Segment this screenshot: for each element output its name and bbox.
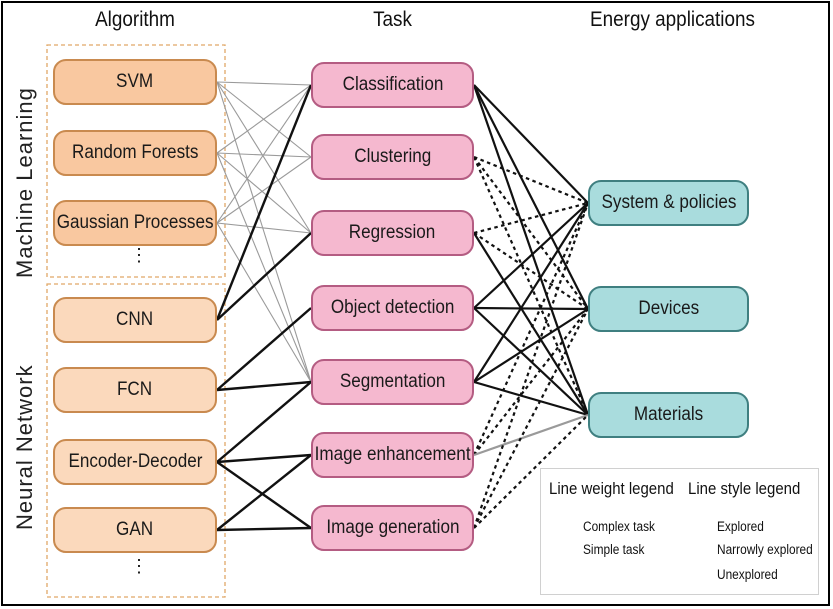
edge-svm-segmentation — [216, 81, 312, 383]
energy-devices[interactable]: Devices — [588, 286, 749, 332]
legend-box: Line weight legend Line style legend Com… — [540, 468, 819, 595]
legend-complex-task: Complex task — [583, 519, 655, 534]
edge-rf-clustering — [216, 152, 312, 158]
machine-learning-group-box — [46, 44, 226, 278]
edge-classification-materials — [472, 84, 590, 416]
edge-segmentation-materials — [473, 380, 589, 417]
edge-ed-image_enhancement — [216, 453, 312, 464]
task-object-detection[interactable]: Object detection — [311, 285, 474, 331]
legend-simple-task: Simple task — [583, 542, 645, 557]
task-regression[interactable]: Regression — [311, 210, 474, 256]
energy-materials[interactable]: Materials — [588, 392, 749, 438]
algorithm-cnn[interactable]: CNN — [53, 297, 217, 343]
edge-object_detection-devices — [473, 306, 589, 311]
edge-cnn-regression — [216, 232, 312, 321]
task-clustering[interactable]: Clustering — [311, 134, 474, 180]
edge-classification-devices — [473, 84, 589, 310]
group-label-neural-network: Neural Network — [12, 364, 37, 530]
edge-ed-segmentation — [216, 381, 312, 463]
header-energy-applications: Energy applications — [590, 8, 755, 31]
edge-cnn-classification — [215, 84, 313, 321]
legend-unexplored: Unexplored — [717, 567, 778, 582]
algorithm-fcn[interactable]: FCN — [53, 367, 217, 413]
energy-system-policies[interactable]: System & policies — [588, 180, 749, 226]
legend-narrowly-explored: Narrowly explored — [717, 542, 813, 557]
edge-fcn-object_detection — [216, 307, 312, 391]
algorithm-gan[interactable]: GAN — [53, 507, 217, 553]
edge-image_enhancement-system — [472, 202, 590, 456]
algorithm-encoder-decoder[interactable]: Encoder-Decoder — [53, 439, 217, 485]
edge-rf-segmentation — [216, 152, 312, 383]
edge-image_enhancement-devices — [473, 308, 589, 456]
edge-regression-devices — [473, 232, 589, 310]
edge-rf-classification — [216, 84, 312, 154]
ml-ellipsis: ⋮ — [130, 245, 148, 265]
edge-classification-system — [473, 84, 589, 204]
edge-image_enhancement-materials — [473, 413, 589, 457]
task-image-generation[interactable]: Image generation — [311, 505, 474, 551]
algorithm-random-forests[interactable]: Random Forests — [53, 130, 217, 176]
algorithm-gaussian-processes[interactable]: Gaussian Processes — [53, 200, 217, 246]
edge-rf-regression — [216, 152, 312, 234]
edge-clustering-materials — [472, 156, 590, 416]
legend-weight-title: Line weight legend — [549, 479, 674, 498]
legend-explored: Explored — [717, 519, 764, 534]
edge-gp-segmentation — [216, 222, 312, 383]
header-algorithm: Algorithm — [95, 8, 175, 31]
group-label-machine-learning: Machine Learning — [12, 87, 37, 278]
task-classification[interactable]: Classification — [311, 62, 474, 108]
edge-object_detection-materials — [473, 307, 589, 416]
edge-segmentation-system — [473, 202, 589, 383]
edge-gp-regression — [216, 222, 312, 234]
edge-segmentation-devices — [473, 308, 589, 383]
algorithm-svm[interactable]: SVM — [53, 59, 217, 105]
task-image-enhancement[interactable]: Image enhancement — [311, 432, 474, 478]
edge-gan-image_generation — [216, 526, 312, 532]
edge-image_generation-system — [472, 202, 590, 529]
edge-gan-image_enhancement — [216, 454, 312, 531]
legend-style-title: Line style legend — [688, 479, 801, 498]
edge-ed-image_generation — [216, 461, 312, 529]
edge-regression-system — [473, 201, 589, 235]
edge-image_generation-devices — [473, 308, 589, 529]
edge-gp-classification — [216, 84, 312, 224]
edge-gp-clustering — [216, 156, 312, 224]
edge-regression-materials — [473, 232, 589, 416]
edge-svm-regression — [216, 81, 312, 234]
task-segmentation[interactable]: Segmentation — [311, 359, 474, 405]
nn-ellipsis: ⋮ — [130, 556, 148, 576]
header-task: Task — [373, 8, 412, 31]
edge-svm-classification — [216, 81, 312, 86]
edge-object_detection-system — [473, 202, 589, 309]
edge-fcn-segmentation — [216, 380, 312, 392]
edge-image_generation-materials — [473, 414, 589, 529]
